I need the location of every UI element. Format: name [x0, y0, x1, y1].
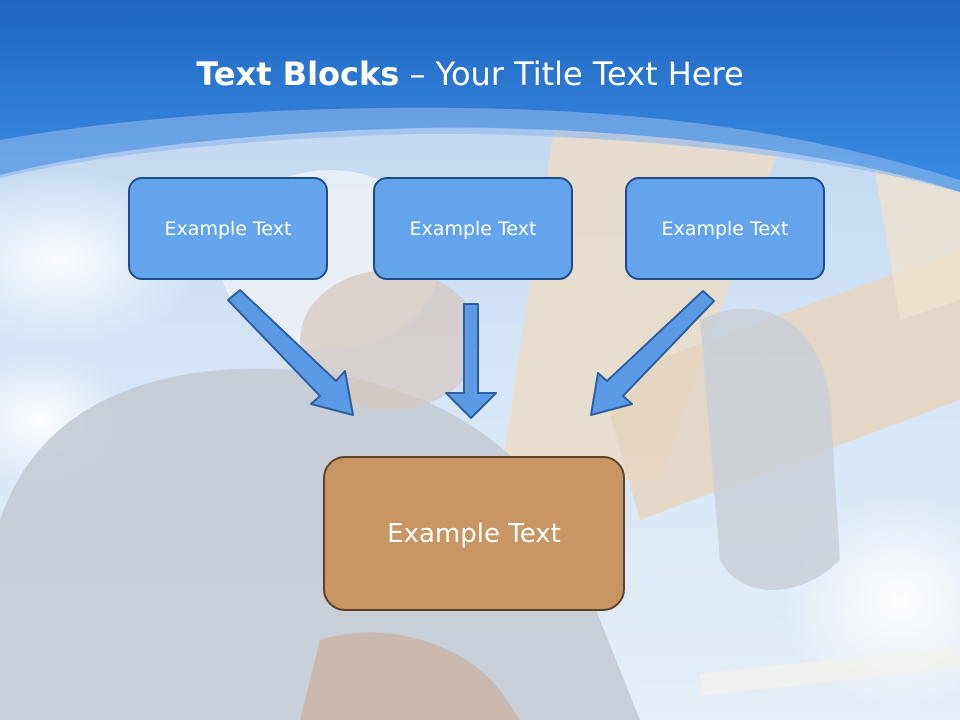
top-box-right: Example Text: [625, 177, 825, 280]
bottom-box: Example Text: [323, 456, 625, 611]
slide-title: Text Blocks – Your Title Text Here: [0, 52, 940, 96]
top-box-center: Example Text: [373, 177, 573, 280]
title-dash: –: [399, 55, 436, 93]
top-box-left-label: Example Text: [164, 217, 292, 240]
top-box-right-label: Example Text: [661, 217, 789, 240]
top-box-center-label: Example Text: [409, 217, 537, 240]
top-box-left: Example Text: [128, 177, 328, 280]
title-rest: Your Title Text Here: [435, 55, 744, 93]
title-bold-part: Text Blocks: [196, 55, 400, 93]
bottom-box-label: Example Text: [387, 518, 561, 549]
